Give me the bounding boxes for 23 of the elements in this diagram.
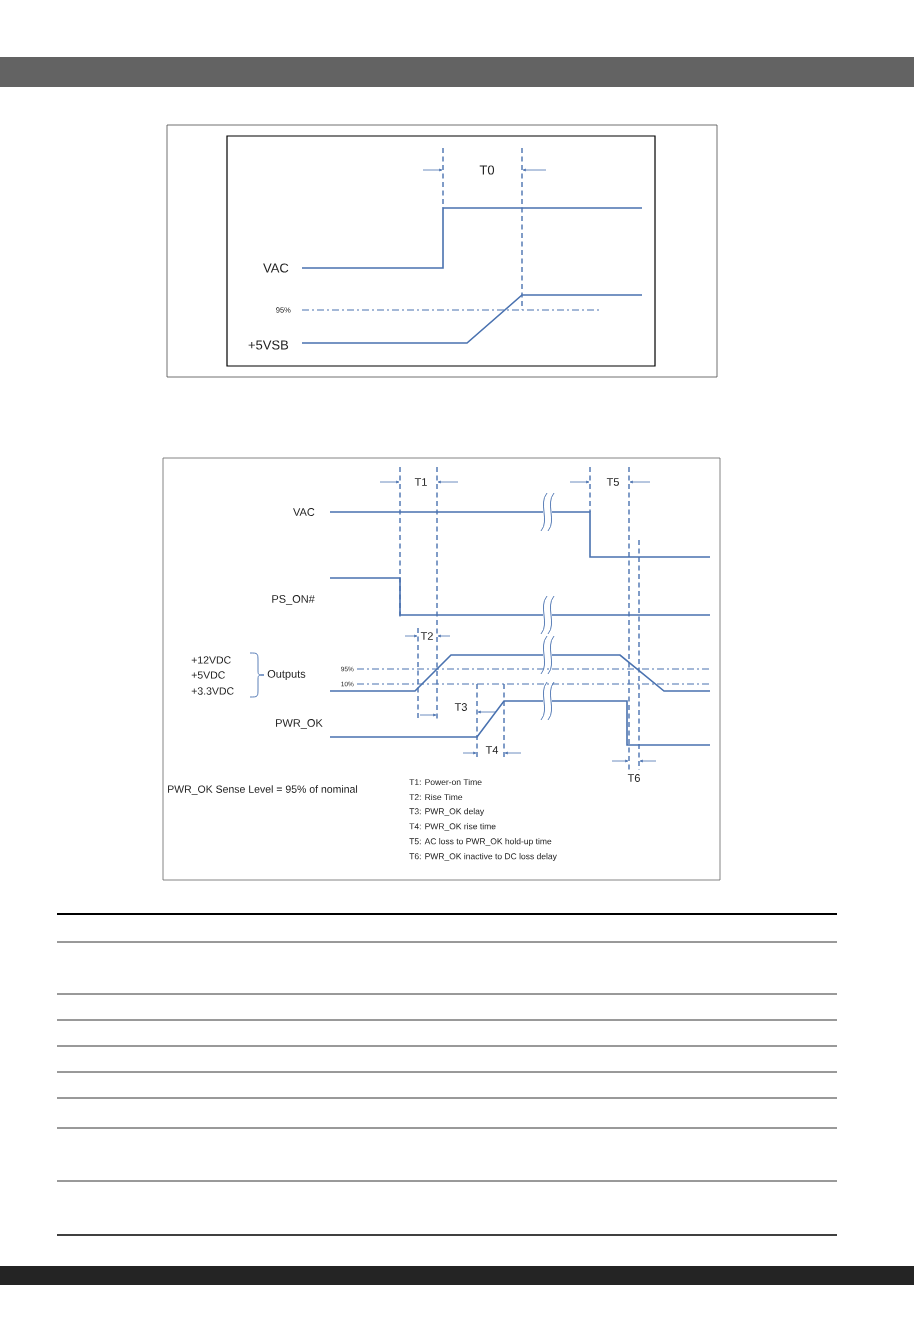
signal-label: +5VSB — [248, 340, 289, 350]
legend-text: T6: PWR_OK inactive to DC loss delay — [409, 853, 557, 861]
timing-label: T5 — [606, 478, 619, 486]
signal-label: Outputs — [267, 670, 306, 680]
legend-text: T1: Power-on Time — [409, 778, 482, 786]
signal-label: VAC — [263, 263, 289, 273]
legend-text: T3: PWR_OK delay — [409, 808, 485, 816]
signal-label: PS_ON# — [272, 595, 315, 605]
legend-text: T4: PWR_OK rise time — [409, 823, 496, 831]
signal-label: VAC — [293, 508, 315, 516]
timing-label: T2 — [420, 632, 433, 640]
signal-label: +3.3VDC — [191, 687, 234, 695]
legend-text: T2: Rise Time — [409, 793, 463, 801]
timing-label: T4 — [485, 746, 499, 754]
note-text: PWR_OK Sense Level = 95% of nominal — [168, 785, 357, 795]
timing-label: T0 — [479, 165, 495, 175]
timing-label: T3 — [454, 703, 467, 711]
legend-text: T5: AC loss to PWR_OK hold-up time — [409, 838, 552, 846]
signal-label: PWR_OK — [276, 719, 323, 729]
signal-label: +5VDC — [191, 671, 225, 679]
timing-label: T1 — [414, 478, 427, 486]
signal-label: +12VDC — [191, 656, 231, 664]
timing-label: T6 — [627, 774, 640, 782]
